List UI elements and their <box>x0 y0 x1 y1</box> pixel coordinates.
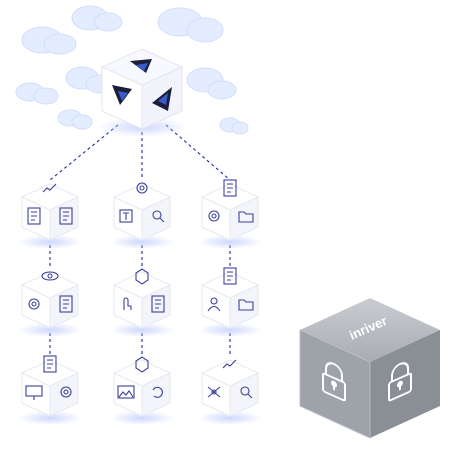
document-icon <box>223 179 237 197</box>
lock-icon <box>388 362 412 402</box>
cube-r2-c2 <box>110 268 174 337</box>
logo-mark <box>112 85 132 105</box>
cube-top <box>98 48 186 137</box>
cloud-icon <box>157 7 224 43</box>
trend-chart-icon <box>222 359 237 369</box>
folder-icon <box>238 299 254 311</box>
cube-r1-c1 <box>18 183 82 249</box>
document-icon <box>223 267 237 285</box>
cube-r3-c1 <box>18 355 82 425</box>
gear-cluster-icon <box>28 298 40 310</box>
monitor-icon <box>25 385 43 400</box>
flowchart-icon <box>42 183 57 193</box>
connector-line <box>165 124 231 181</box>
cloud-icon <box>15 82 59 105</box>
cloud-icon <box>186 67 237 100</box>
cloud-icon <box>57 109 93 130</box>
cube-grid <box>18 179 262 425</box>
gear-icon <box>60 386 72 398</box>
logo-mark <box>130 59 152 73</box>
cube-r2-c3 <box>198 267 262 337</box>
form-icon <box>59 207 73 225</box>
cloud-icon <box>219 117 249 135</box>
eye-icon <box>41 271 59 281</box>
cube-r2-c1 <box>18 271 82 337</box>
connector-line <box>49 124 119 181</box>
document-icon <box>151 295 165 313</box>
refresh-icon <box>152 386 163 398</box>
connector-lines <box>49 124 231 355</box>
user-icon <box>207 297 221 312</box>
cloud-icon <box>71 5 123 32</box>
logo-mark <box>152 87 172 111</box>
search-icon <box>240 386 253 399</box>
cloud-group <box>15 5 249 135</box>
package-icon <box>135 268 149 285</box>
hand-pointer-icon <box>123 297 132 310</box>
document-icon <box>27 207 41 225</box>
gear-icon <box>136 182 148 194</box>
cloud-icon <box>21 26 77 55</box>
image-icon <box>117 385 135 399</box>
document-icon <box>43 355 57 373</box>
upload-box-icon <box>135 356 149 373</box>
lock-icon <box>322 362 346 402</box>
folder-icon <box>238 211 254 223</box>
cube-r3-c2 <box>110 356 174 425</box>
cube-r3-c3 <box>198 359 262 425</box>
cube-r1-c3 <box>198 179 262 249</box>
pencil-document-icon <box>59 295 73 313</box>
network-icon <box>207 386 221 398</box>
brand-cube: inriver <box>299 298 440 439</box>
text-tool-icon <box>119 209 133 223</box>
image-search-icon <box>152 210 165 223</box>
cube-r1-c2 <box>110 182 174 249</box>
gear-person-icon <box>208 210 220 222</box>
